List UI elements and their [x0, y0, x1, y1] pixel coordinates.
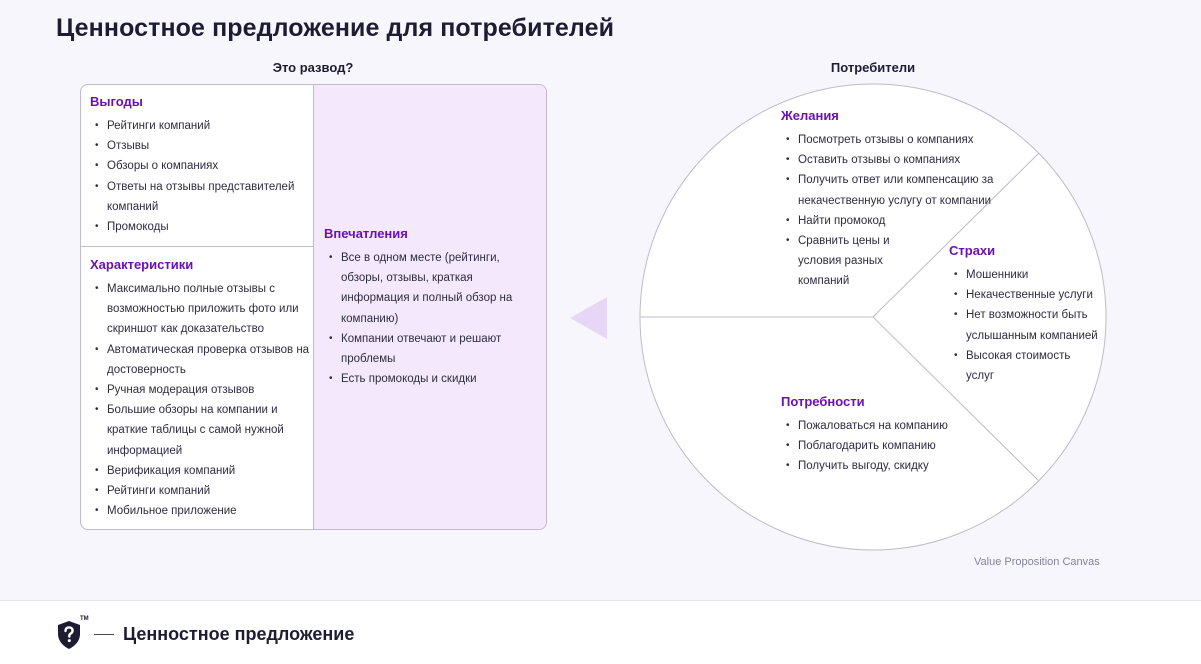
- list-item: Рейтинги компаний: [90, 481, 312, 501]
- shield-question-icon: [58, 621, 80, 649]
- circle-divider-lower: [872, 316, 1040, 482]
- features-section: Характеристики Максимально полные отзывы…: [90, 257, 312, 522]
- list-item: Промокоды: [90, 217, 312, 237]
- list-item: Пожаловаться на компанию: [781, 416, 991, 436]
- list-item: Отзывы: [90, 136, 312, 156]
- needs-heading: Потребности: [781, 394, 865, 409]
- list-item: Все в одном месте (рейтинги, обзоры, отз…: [324, 248, 536, 329]
- list-item: Нет возможности быть услышанным компание…: [949, 305, 1101, 345]
- list-item: Ручная модерация отзывов: [90, 380, 312, 400]
- features-list: Максимально полные отзывы с возможностью…: [90, 279, 312, 522]
- benefits-features-divider: [81, 246, 314, 247]
- list-item: Рейтинги компаний: [90, 116, 312, 136]
- customer-column-label: Потребители: [830, 60, 916, 75]
- wants-section: Желания Посмотреть отзывы о компаниях Ос…: [781, 108, 996, 292]
- list-item: Большие обзоры на компании и краткие таб…: [90, 400, 312, 461]
- list-item: Компании отвечают и решают проблемы: [324, 329, 536, 369]
- list-item: Мошенники: [949, 265, 1107, 285]
- list-item: Максимально полные отзывы с возможностью…: [90, 279, 312, 340]
- benefits-list: Рейтинги компаний Отзывы Обзоры о компан…: [90, 116, 312, 237]
- fears-list: Мошенники Некачественные услуги Нет возм…: [949, 265, 1107, 386]
- list-item: Верификация компаний: [90, 461, 312, 481]
- wants-list: Посмотреть отзывы о компаниях Оставить о…: [781, 130, 996, 292]
- needs-list: Пожаловаться на компанию Поблагодарить к…: [781, 416, 991, 477]
- list-item: Автоматическая проверка отзывов на досто…: [90, 340, 312, 380]
- list-item: Есть промокоды и скидки: [324, 369, 536, 389]
- features-heading: Характеристики: [90, 257, 194, 272]
- product-column-label: Это развод?: [272, 60, 354, 75]
- canvas-footnote: Value Proposition Canvas: [974, 556, 1100, 568]
- circle-divider-upper: [872, 152, 1040, 318]
- list-item: Сравнить цены и условия разных компаний: [781, 231, 899, 292]
- list-item: Поблагодарить компанию: [781, 436, 991, 456]
- fit-arrow-icon: [570, 297, 607, 339]
- list-item: Высокая стоимость услуг: [949, 346, 1081, 386]
- benefits-heading: Выгоды: [90, 94, 143, 109]
- fears-section: Страхи Мошенники Некачественные услуги Н…: [949, 243, 1107, 386]
- list-item: Посмотреть отзывы о компаниях: [781, 130, 996, 150]
- page-title: Ценностное предложение для потребителей: [56, 14, 615, 42]
- list-item: Найти промокод: [781, 211, 996, 231]
- value-map: Выгоды Рейтинги компаний Отзывы Обзоры о…: [80, 84, 547, 530]
- value-map-left-column: [81, 85, 314, 529]
- list-item: Ответы на отзывы представителей компаний: [90, 177, 312, 217]
- needs-section: Потребности Пожаловаться на компанию Поб…: [781, 394, 991, 477]
- list-item: Получить ответ или компенсацию за некаче…: [781, 170, 996, 210]
- list-item: Получить выгоду, скидку: [781, 456, 991, 476]
- trademark-mark: TM: [80, 616, 89, 622]
- list-item: Некачественные услуги: [949, 285, 1107, 305]
- list-item: Обзоры о компаниях: [90, 156, 312, 176]
- footer-title: Ценностное предложение: [123, 624, 355, 644]
- footer: TM Ценностное предложение: [0, 600, 1201, 664]
- list-item: Мобильное приложение: [90, 501, 312, 521]
- experiences-list: Все в одном месте (рейтинги, обзоры, отз…: [324, 248, 536, 390]
- list-item: Оставить отзывы о компаниях: [781, 150, 996, 170]
- experiences-section: Впечатления Все в одном месте (рейтинги,…: [324, 226, 536, 390]
- benefits-section: Выгоды Рейтинги компаний Отзывы Обзоры о…: [90, 94, 312, 237]
- experiences-heading: Впечатления: [324, 226, 408, 241]
- footer-dash: [94, 634, 114, 635]
- fears-heading: Страхи: [949, 243, 996, 258]
- wants-heading: Желания: [781, 108, 839, 123]
